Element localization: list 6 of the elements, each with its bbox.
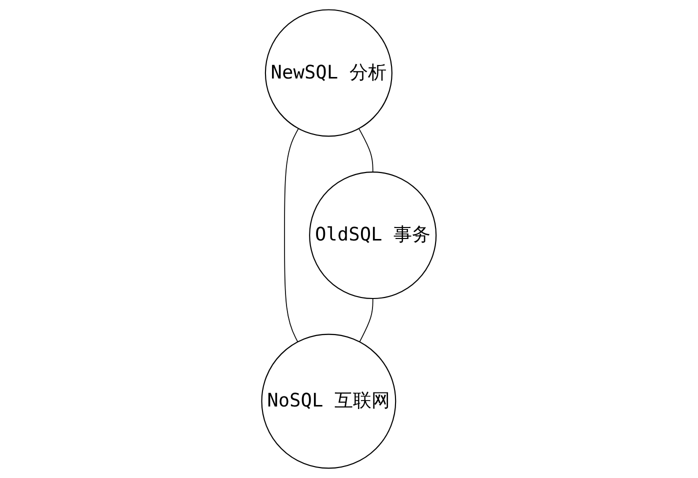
connector <box>284 128 299 342</box>
connector <box>358 128 374 172</box>
node-circle: NewSQL 分析 <box>265 9 393 137</box>
connector <box>359 298 374 342</box>
node-circle: NoSQL 互联网 <box>261 334 396 469</box>
node-circle: OldSQL 事务 <box>309 172 437 300</box>
